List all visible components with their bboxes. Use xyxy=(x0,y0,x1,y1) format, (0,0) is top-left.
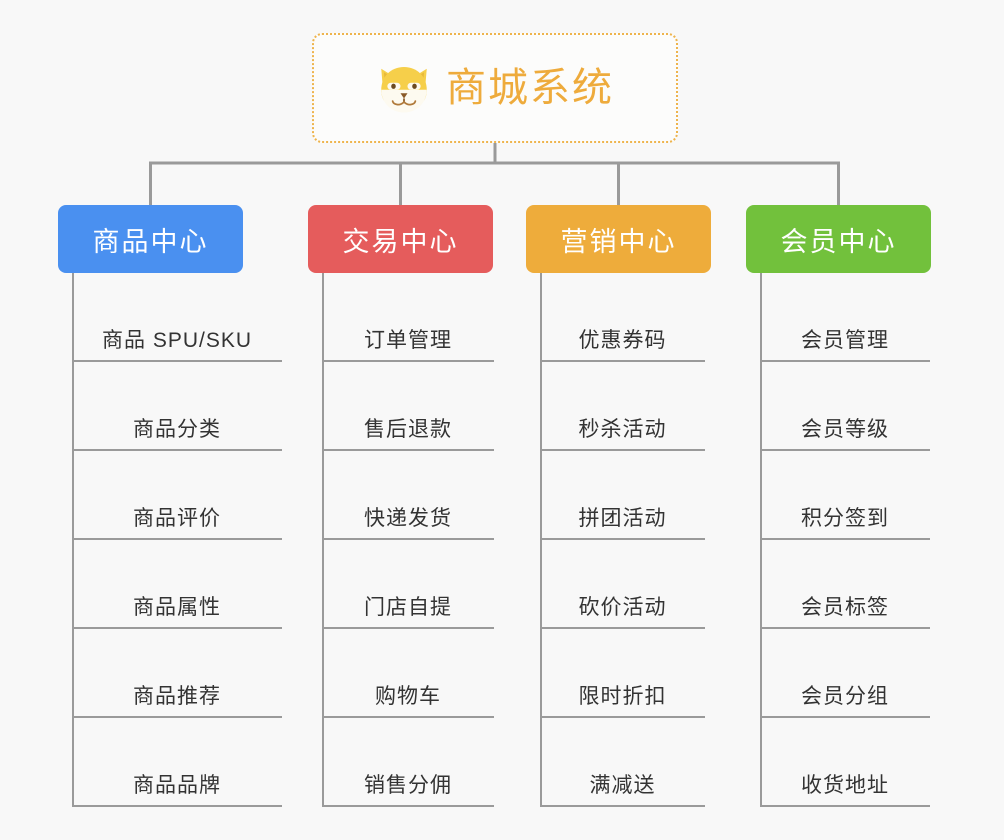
leaf-item[interactable]: 购物车 xyxy=(322,629,494,718)
leaf-item[interactable]: 商品 SPU/SKU xyxy=(72,273,282,362)
leaf-item[interactable]: 商品品牌 xyxy=(72,718,282,807)
leaf-item-label: 售后退款 xyxy=(364,418,452,441)
category-label: 交易中心 xyxy=(342,226,459,257)
category-box-4[interactable]: 会员中心 xyxy=(746,205,931,273)
leaf-item[interactable]: 售后退款 xyxy=(322,362,494,451)
leaf-item[interactable]: 会员分组 xyxy=(760,629,930,718)
leaf-item[interactable]: 门店自提 xyxy=(322,540,494,629)
leaf-item-label: 销售分佣 xyxy=(364,774,452,797)
leaf-item-label: 订单管理 xyxy=(364,329,452,352)
leaf-item[interactable]: 满减送 xyxy=(540,718,705,807)
leaf-item[interactable]: 订单管理 xyxy=(322,273,494,362)
leaf-item-label: 会员等级 xyxy=(801,418,889,441)
leaf-item-label: 购物车 xyxy=(375,685,441,708)
leaf-item-label: 商品分类 xyxy=(133,418,221,441)
leaf-item[interactable]: 秒杀活动 xyxy=(540,362,705,451)
leaf-item-label: 积分签到 xyxy=(801,507,889,530)
leaf-item[interactable]: 快递发货 xyxy=(322,451,494,540)
leaf-item[interactable]: 拼团活动 xyxy=(540,451,705,540)
category-label: 营销中心 xyxy=(560,226,677,257)
leaf-item-label: 会员分组 xyxy=(801,685,889,708)
category-box-2[interactable]: 交易中心 xyxy=(308,205,493,273)
leaf-item[interactable]: 收货地址 xyxy=(760,718,930,807)
root-node[interactable]: 商城系统 xyxy=(312,33,678,143)
leaf-item-label: 拼团活动 xyxy=(578,507,667,530)
root-title: 商城系统 xyxy=(446,66,614,110)
leaf-item-label: 满减送 xyxy=(589,774,656,797)
leaf-item[interactable]: 限时折扣 xyxy=(540,629,705,718)
leaf-item-label: 商品评价 xyxy=(133,507,221,530)
branch-trunk-line xyxy=(322,273,324,807)
category-label: 会员中心 xyxy=(780,226,897,257)
leaf-item[interactable]: 商品评价 xyxy=(72,451,282,540)
leaf-item[interactable]: 会员管理 xyxy=(760,273,930,362)
category-box-1[interactable]: 商品中心 xyxy=(58,205,243,273)
leaf-item[interactable]: 商品属性 xyxy=(72,540,282,629)
leaf-item[interactable]: 商品分类 xyxy=(72,362,282,451)
leaf-item[interactable]: 积分签到 xyxy=(760,451,930,540)
leaf-item-label: 快递发货 xyxy=(364,507,452,530)
leaf-item-label: 商品属性 xyxy=(133,596,221,619)
leaf-item-label: 优惠券码 xyxy=(578,329,667,352)
leaf-item[interactable]: 商品推荐 xyxy=(72,629,282,718)
leaf-item-label: 门店自提 xyxy=(364,596,452,619)
leaf-item-label: 商品推荐 xyxy=(133,685,221,708)
leaf-item-label: 商品 SPU/SKU xyxy=(101,329,253,352)
leaf-item-label: 秒杀活动 xyxy=(578,418,667,441)
leaf-item-label: 会员标签 xyxy=(801,596,889,619)
leaf-item-label: 砍价活动 xyxy=(578,596,667,619)
leaf-item[interactable]: 会员标签 xyxy=(760,540,930,629)
category-label: 商品中心 xyxy=(92,226,209,257)
branch-trunk-line xyxy=(540,273,542,807)
leaf-item-label: 商品品牌 xyxy=(133,774,221,797)
branch-trunk-line xyxy=(72,273,74,807)
category-box-3[interactable]: 营销中心 xyxy=(526,205,711,273)
branch-trunk-line xyxy=(760,273,762,807)
leaf-item-label: 会员管理 xyxy=(801,329,889,352)
leaf-item[interactable]: 销售分佣 xyxy=(322,718,494,807)
leaf-item[interactable]: 会员等级 xyxy=(760,362,930,451)
leaf-item-label: 收货地址 xyxy=(801,774,889,797)
shiba-dog-icon xyxy=(381,67,427,113)
leaf-item-label: 限时折扣 xyxy=(578,685,667,708)
leaf-item[interactable]: 优惠券码 xyxy=(540,273,705,362)
leaf-item[interactable]: 砍价活动 xyxy=(540,540,705,629)
